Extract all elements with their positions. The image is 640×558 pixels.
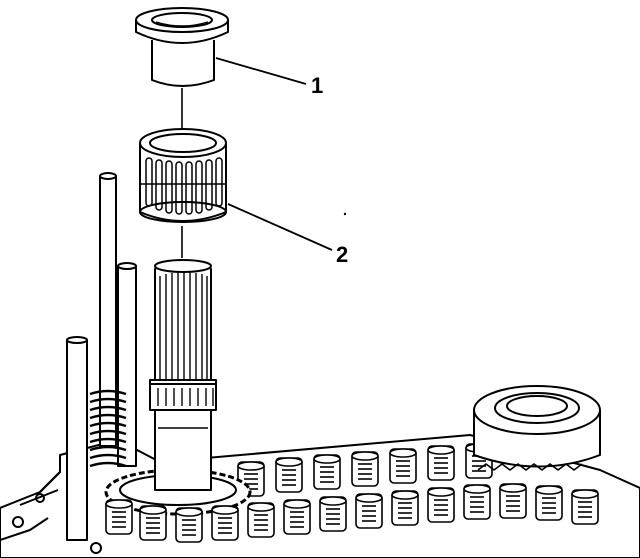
callout-number-1: 1 xyxy=(311,73,324,98)
flanged-bushing xyxy=(135,7,229,87)
rear-output-bearing xyxy=(473,385,601,471)
dowel-pin-tall xyxy=(99,172,117,447)
input-shaft-splines xyxy=(159,272,208,380)
leader-lines xyxy=(215,57,333,251)
spring-stack xyxy=(89,389,127,468)
needle-bearing xyxy=(139,128,227,223)
needle-rollers xyxy=(145,157,223,215)
leader-line-1 xyxy=(215,57,307,85)
dowel-pin-short xyxy=(66,336,88,541)
dowel-pin-medium xyxy=(117,262,137,467)
input-shaft xyxy=(149,259,217,491)
leader-line-2 xyxy=(227,203,333,251)
callout-number-2: 2 xyxy=(336,242,349,267)
